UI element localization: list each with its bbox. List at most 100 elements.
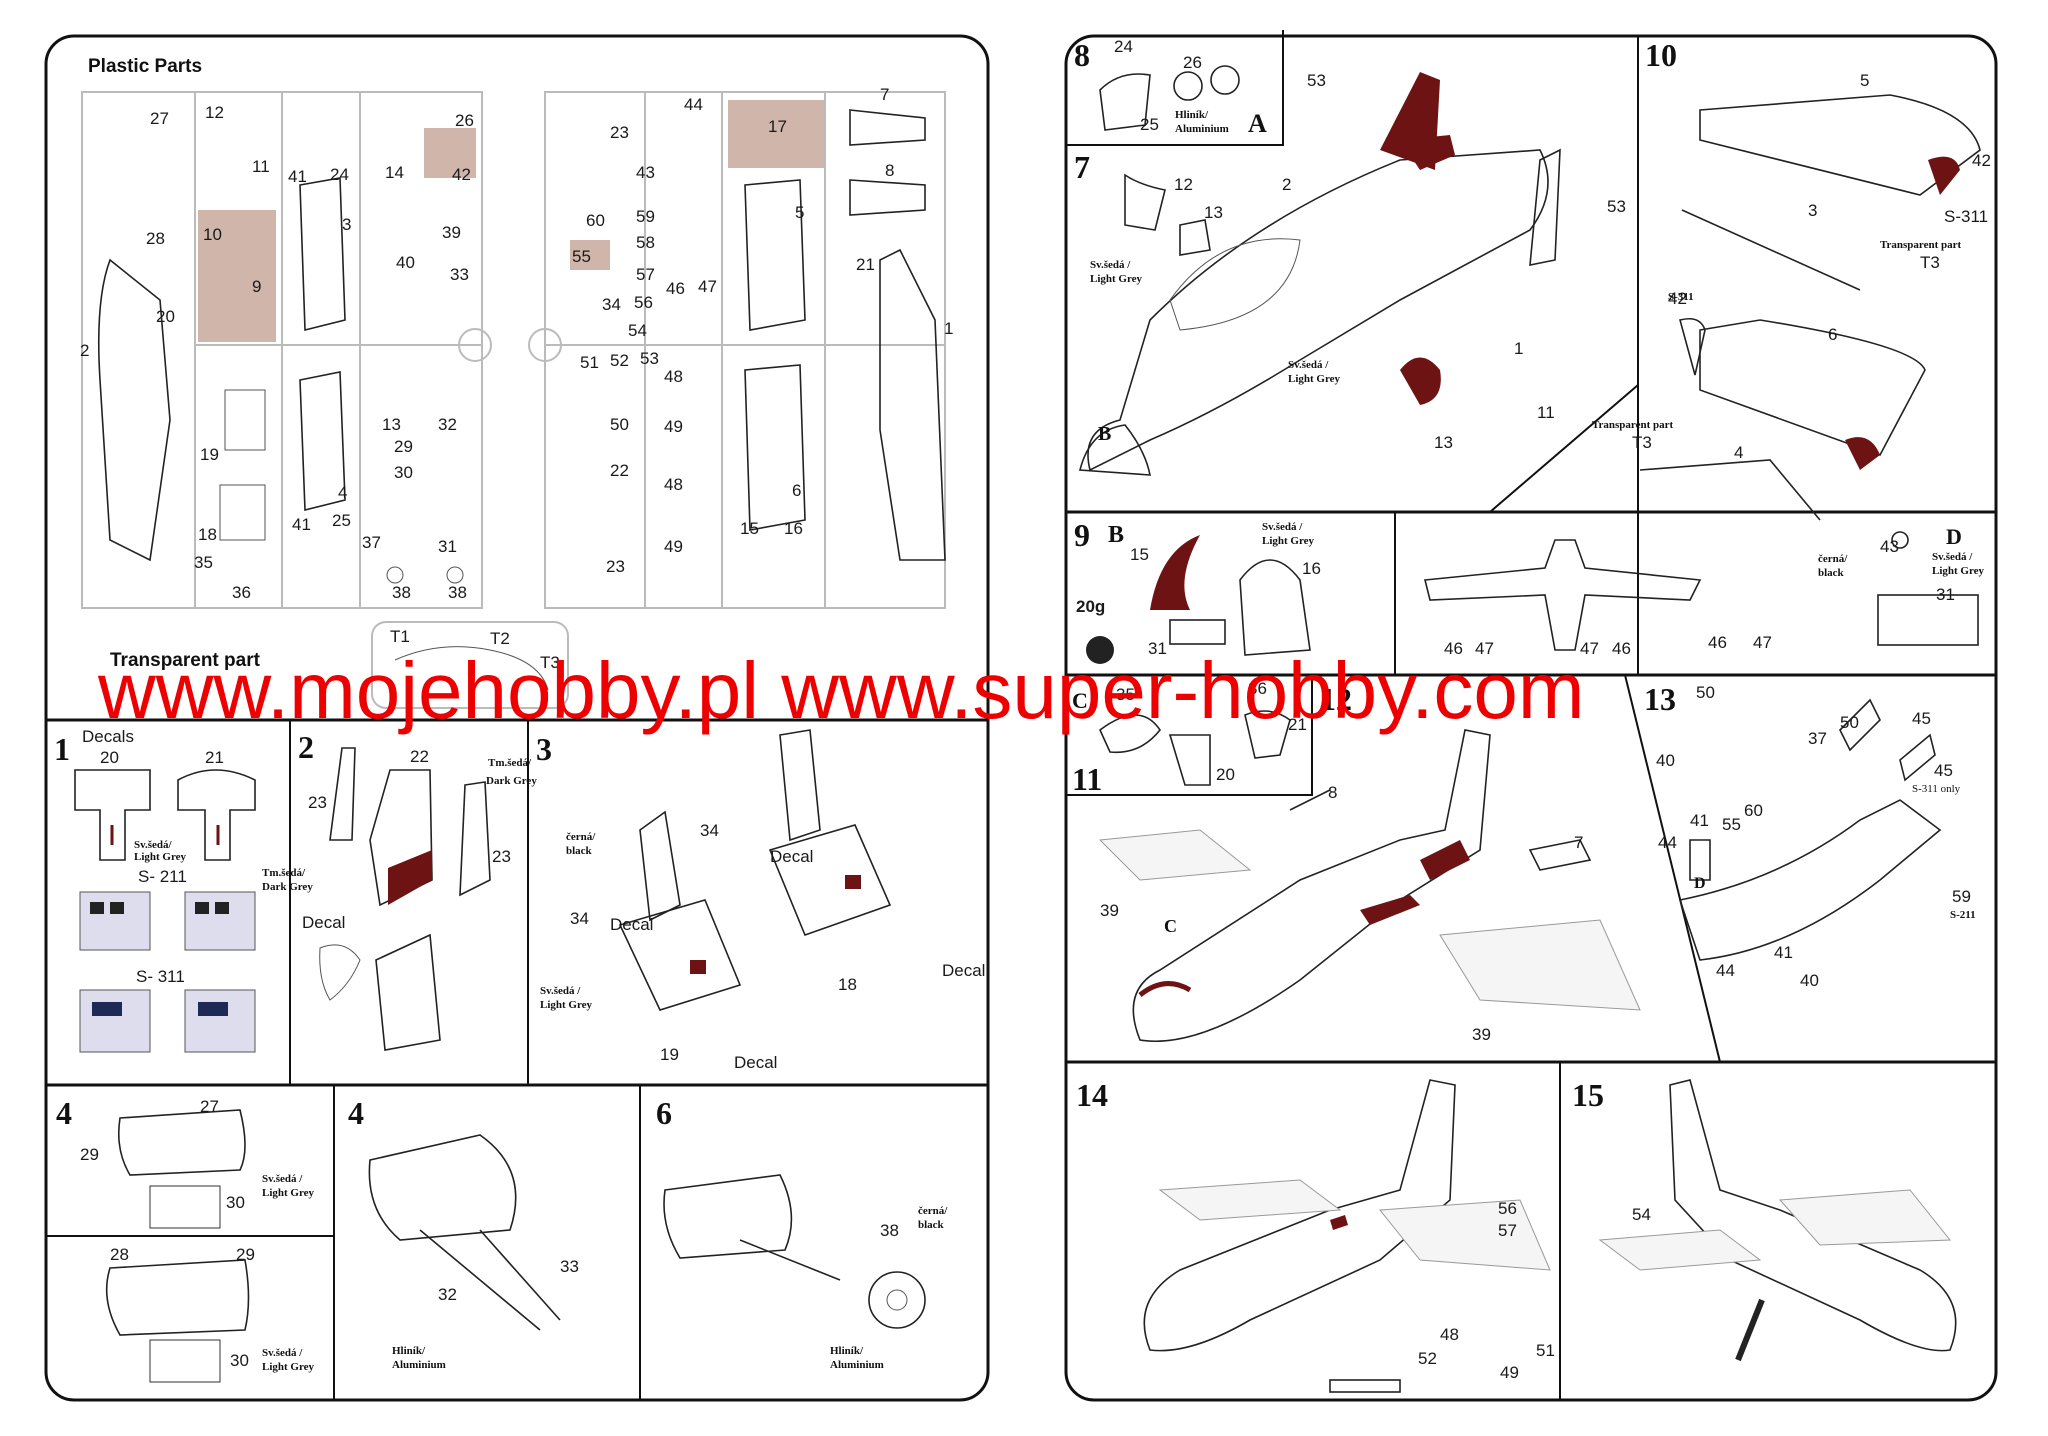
svg-text:12: 12 <box>205 103 224 122</box>
svg-text:13: 13 <box>1204 203 1223 222</box>
svg-text:21: 21 <box>1288 715 1307 734</box>
svg-text:59: 59 <box>1952 887 1971 906</box>
svg-text:4: 4 <box>338 483 347 502</box>
svg-text:23: 23 <box>492 847 511 866</box>
svg-text:42: 42 <box>452 165 471 184</box>
svg-text:4: 4 <box>56 1095 72 1131</box>
svg-text:41: 41 <box>292 515 311 534</box>
svg-text:46: 46 <box>1612 639 1631 658</box>
svg-text:15: 15 <box>1130 545 1149 564</box>
svg-text:15: 15 <box>740 519 759 538</box>
svg-text:28: 28 <box>110 1245 129 1264</box>
svg-text:B: B <box>1108 522 1124 548</box>
svg-text:černá/: černá/ <box>918 1205 948 1217</box>
svg-text:černá/: černá/ <box>1818 553 1848 565</box>
svg-text:Hliník/: Hliník/ <box>830 1345 864 1357</box>
svg-text:52: 52 <box>1418 1349 1437 1368</box>
svg-text:T3: T3 <box>1632 433 1652 452</box>
step-12: 12 8 7 39 39 C <box>1098 681 1641 1044</box>
svg-text:47: 47 <box>1475 639 1494 658</box>
svg-text:21: 21 <box>856 255 875 274</box>
svg-text:1: 1 <box>1514 339 1523 358</box>
step-15: 15 54 <box>1572 1077 1957 1362</box>
svg-text:10: 10 <box>1645 37 1677 73</box>
svg-text:54: 54 <box>1632 1205 1651 1224</box>
svg-text:48: 48 <box>664 367 683 386</box>
transparent-part-title: Transparent part <box>110 650 261 671</box>
step-11: 11 C 35 36 21 20 <box>1072 679 1307 797</box>
svg-text:12: 12 <box>1174 175 1193 194</box>
svg-text:48: 48 <box>1440 1325 1459 1344</box>
svg-text:34: 34 <box>602 295 621 314</box>
svg-text:B: B <box>1098 423 1111 445</box>
svg-text:14: 14 <box>385 163 404 182</box>
svg-text:51: 51 <box>1536 1341 1555 1360</box>
svg-text:2: 2 <box>1282 175 1291 194</box>
svg-text:23: 23 <box>610 123 629 142</box>
svg-text:36: 36 <box>1248 679 1267 698</box>
svg-text:7: 7 <box>880 85 889 104</box>
clear-sprue: T1 T2 T3 <box>371 621 569 709</box>
svg-text:Sv.šedá /: Sv.šedá / <box>1932 551 1973 563</box>
svg-text:25: 25 <box>1140 115 1159 134</box>
svg-text:21: 21 <box>205 748 224 767</box>
svg-text:Tm.šedá/: Tm.šedá/ <box>488 757 532 769</box>
svg-text:3: 3 <box>536 731 552 767</box>
svg-text:22: 22 <box>610 461 629 480</box>
svg-text:T3: T3 <box>540 653 560 672</box>
svg-text:6: 6 <box>792 481 801 500</box>
svg-text:Light Grey: Light Grey <box>134 851 187 863</box>
svg-text:46: 46 <box>666 279 685 298</box>
svg-text:Aluminium: Aluminium <box>1175 123 1229 135</box>
svg-text:47: 47 <box>698 277 717 296</box>
svg-text:46: 46 <box>1708 633 1727 652</box>
svg-text:27: 27 <box>200 1097 219 1116</box>
svg-text:35: 35 <box>194 553 213 572</box>
svg-text:50: 50 <box>1696 683 1715 702</box>
svg-text:12: 12 <box>1320 681 1352 717</box>
svg-text:Dark Grey: Dark Grey <box>262 881 313 893</box>
svg-text:55: 55 <box>572 247 591 266</box>
svg-text:19: 19 <box>660 1045 679 1064</box>
svg-text:24: 24 <box>330 165 349 184</box>
svg-text:44: 44 <box>1716 961 1735 980</box>
svg-text:Light Grey: Light Grey <box>1932 565 1985 577</box>
svg-text:14: 14 <box>1076 1077 1108 1113</box>
svg-text:7: 7 <box>1574 833 1583 852</box>
svg-text:25: 25 <box>332 511 351 530</box>
step-2: 2 22 23 23 Tm.šedá/ Dark Grey Tm.šedá/ D… <box>262 729 537 1051</box>
svg-text:29: 29 <box>394 437 413 456</box>
svg-text:C: C <box>1072 688 1088 713</box>
step-13: 13 50 50 37 45 45 40 41 55 60 44 59 41 4… <box>1644 681 1976 990</box>
svg-text:37: 37 <box>362 533 381 552</box>
svg-text:34: 34 <box>700 821 719 840</box>
svg-text:9: 9 <box>1074 517 1090 553</box>
svg-text:16: 16 <box>784 519 803 538</box>
svg-text:47: 47 <box>1580 639 1599 658</box>
step-4a: 4 27 29 30 Sv.šedá / Light Grey <box>56 1095 315 1229</box>
svg-text:13: 13 <box>1434 433 1453 452</box>
svg-text:8: 8 <box>885 161 894 180</box>
svg-text:42: 42 <box>1972 151 1991 170</box>
svg-text:40: 40 <box>1656 751 1675 770</box>
svg-text:39: 39 <box>1100 901 1119 920</box>
svg-text:T2: T2 <box>490 629 510 648</box>
svg-text:49: 49 <box>664 417 683 436</box>
svg-text:11: 11 <box>1072 761 1102 797</box>
svg-text:39: 39 <box>442 223 461 242</box>
svg-text:Light Grey: Light Grey <box>262 1361 315 1373</box>
svg-text:18: 18 <box>838 975 857 994</box>
step-14: 14 56 57 48 51 52 49 <box>1076 1077 1555 1393</box>
svg-text:Decal: Decal <box>734 1053 777 1072</box>
svg-text:5: 5 <box>795 203 804 222</box>
svg-text:2: 2 <box>298 729 314 765</box>
svg-text:30: 30 <box>226 1193 245 1212</box>
svg-text:44: 44 <box>684 95 703 114</box>
svg-text:20: 20 <box>100 748 119 767</box>
svg-text:20: 20 <box>1216 765 1235 784</box>
svg-text:17: 17 <box>768 117 787 136</box>
svg-text:31: 31 <box>438 537 457 556</box>
svg-text:5: 5 <box>1860 71 1869 90</box>
svg-text:29: 29 <box>80 1145 99 1164</box>
svg-text:Light Grey: Light Grey <box>262 1187 315 1199</box>
